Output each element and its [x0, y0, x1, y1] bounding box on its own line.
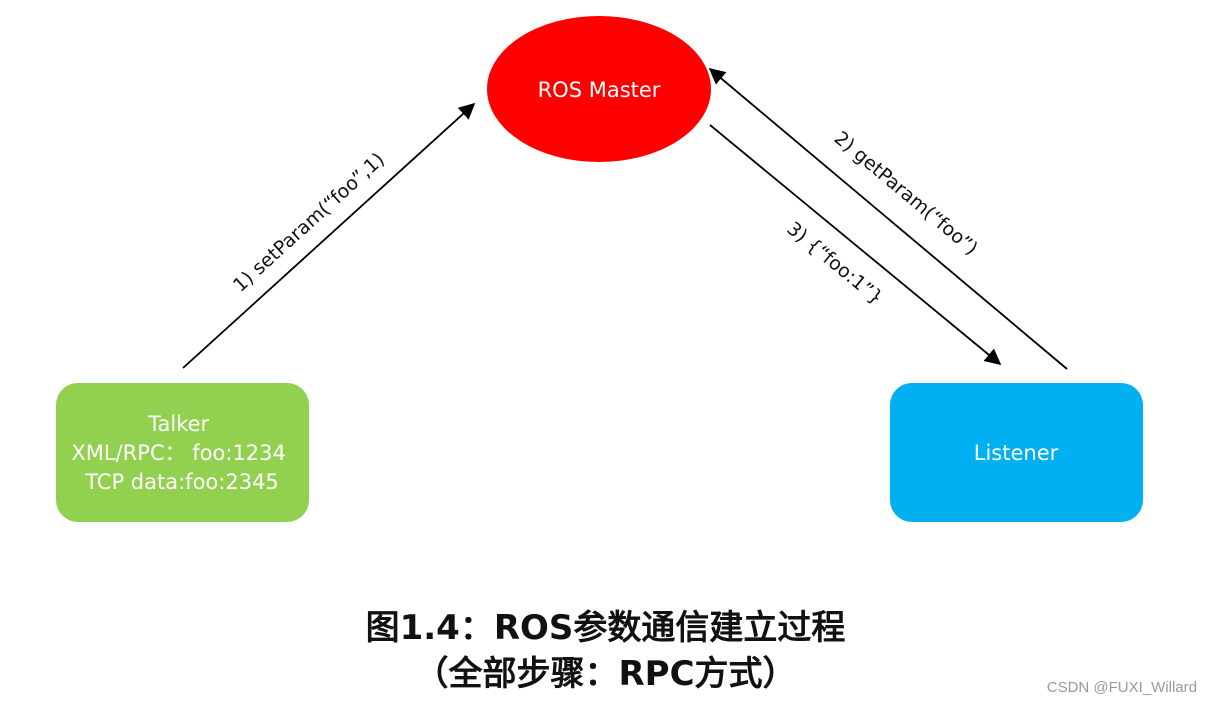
- get-param-arrow: [708, 67, 1068, 370]
- ros-master-label: ROS Master: [538, 78, 661, 102]
- ros-master-node: ROS Master: [487, 16, 711, 162]
- set-param-arrow: [182, 102, 476, 369]
- ros-master-ellipse: [487, 16, 711, 162]
- figure-caption-title: 图1.4：ROS参数通信建立过程: [365, 608, 846, 648]
- talker-box: [56, 383, 309, 522]
- edge-set-param: 1) setParam(“foo”,1): [182, 102, 476, 369]
- talker-title: Talker: [147, 412, 209, 436]
- edge-get-param: 2) getParam(“foo”): [708, 67, 1068, 370]
- watermark: CSDN @FUXI_Willard: [1046, 679, 1197, 696]
- talker-label: Talker XML/RPC： foo:1234 TCP data:foo:23…: [71, 412, 292, 494]
- figure-caption-subtitle: （全部步骤：RPC方式）: [414, 654, 797, 694]
- talker-tcp: TCP data:foo:2345: [84, 470, 279, 494]
- listener-box: [890, 383, 1143, 522]
- listener-node: Listener: [890, 383, 1143, 522]
- response-arrow: [709, 124, 1002, 366]
- set-param-label: 1) setParam(“foo”,1): [229, 149, 389, 297]
- listener-label: Listener: [974, 441, 1059, 465]
- talker-node: Talker XML/RPC： foo:1234 TCP data:foo:23…: [56, 383, 309, 522]
- response-label: 3) {“foo:1”}: [783, 218, 887, 309]
- get-param-label: 2) getParam(“foo”): [830, 127, 982, 260]
- talker-xmlrpc: XML/RPC： foo:1234: [71, 441, 285, 465]
